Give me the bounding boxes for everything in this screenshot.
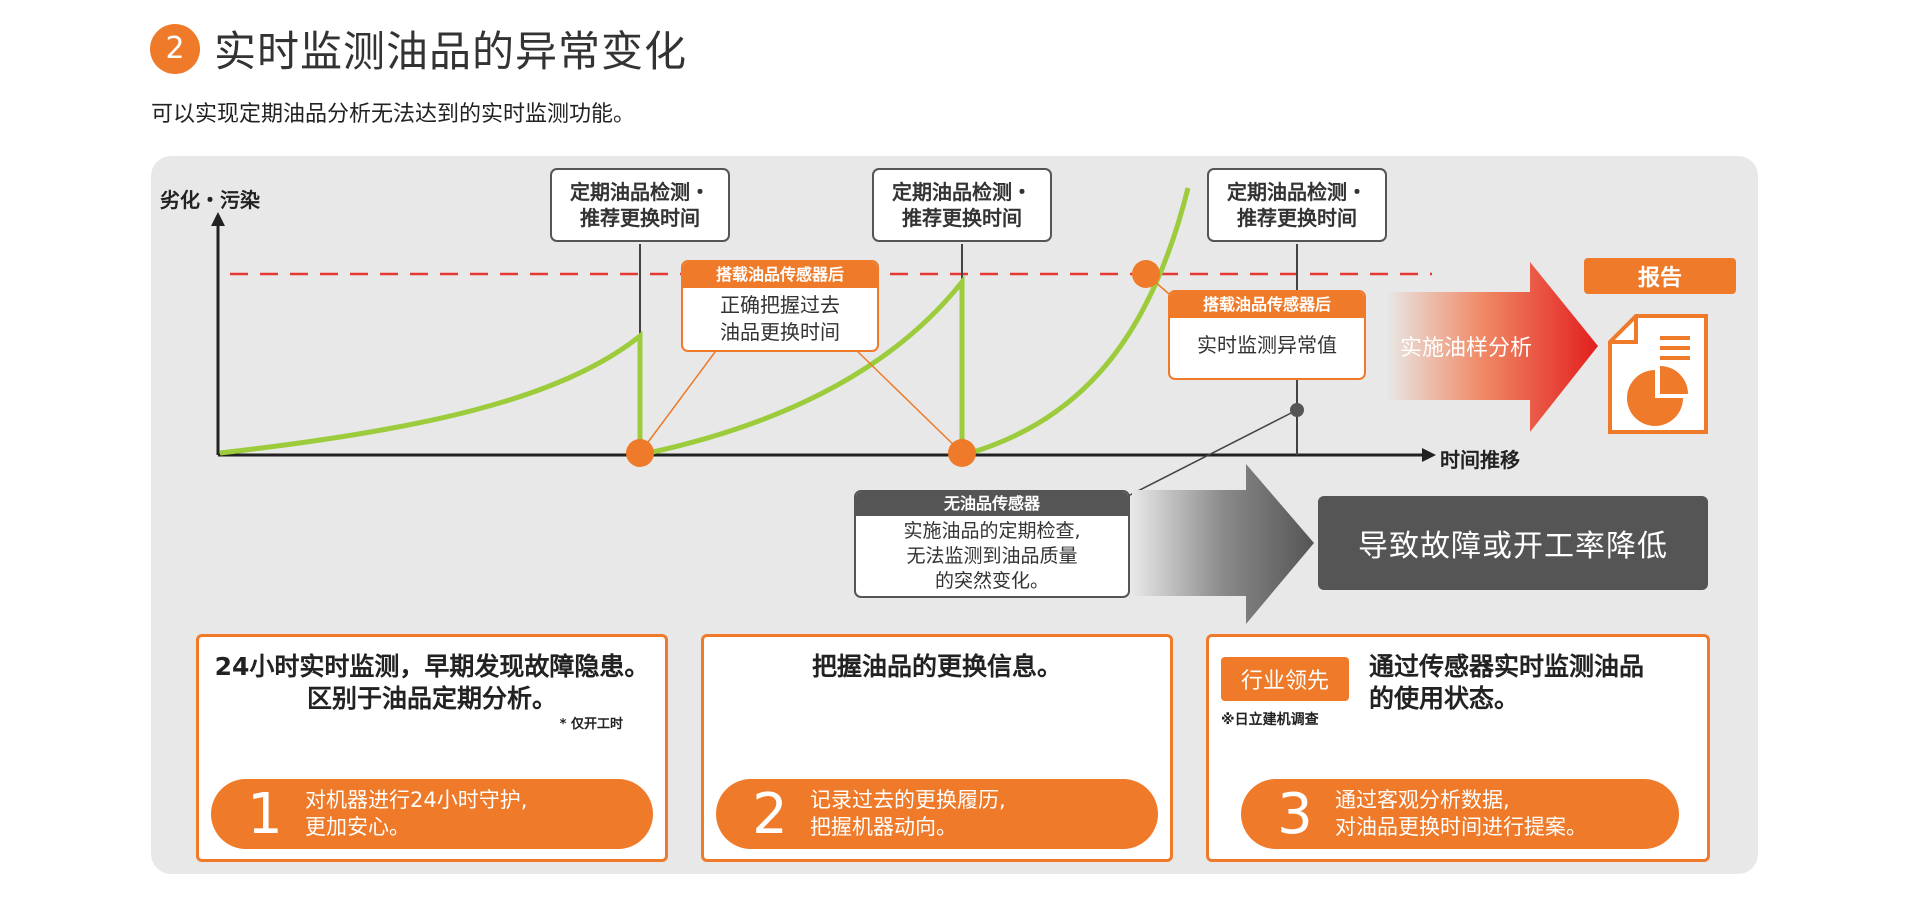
periodic-check-box-1: 定期油品检测・ 推荐更换时间 [550, 168, 730, 242]
section-subtitle: 可以实现定期油品分析无法达到的实时监测功能。 [151, 102, 636, 127]
card-2-pill: 2 记录过去的更换履历, 把握机器动向。 [716, 779, 1158, 849]
industry-lead-note: ※日立建机调查 [1221, 712, 1319, 728]
failure-box: 导致故障或开工率降低 [1318, 496, 1708, 590]
pill-number-3: 3 [1277, 781, 1313, 847]
sensor-box-past-head: 搭载油品传感器后 [683, 262, 877, 288]
leader-line-a [639, 347, 719, 454]
x-axis-arrowhead [1422, 448, 1436, 462]
analysis-arrow [1386, 262, 1598, 432]
periodic-check-box-2: 定期油品检测・ 推荐更换时间 [872, 168, 1052, 242]
orange-marker-3 [1132, 260, 1160, 288]
y-axis-label: 劣化・污染 [160, 188, 260, 212]
no-sensor-box: 无油品传感器 实施油品的定期检查, 无法监测到油品质量 的突然变化。 [854, 490, 1130, 598]
card-2-line1: 把握油品的更换信息。 [811, 652, 1062, 681]
analysis-arrow-label: 实施油样分析 [1400, 336, 1533, 361]
section-title: 实时监测油品的异常变化 [214, 27, 688, 76]
curve-segment-1 [219, 330, 643, 456]
report-tag: 报告 [1584, 258, 1736, 294]
curve-segment-2 [647, 274, 965, 456]
pill-number-1: 1 [247, 781, 283, 847]
card-3-pill: 3 通过客观分析数据, 对油品更换时间进行提案。 [1241, 779, 1679, 849]
orange-marker-2 [948, 439, 976, 467]
card-1-line2: 区别于油品定期分析。 [306, 684, 557, 713]
curve-segment-3 [969, 187, 1191, 456]
y-axis-arrowhead [211, 212, 225, 226]
leader-line-d [1127, 409, 1298, 497]
card-3-line1: 通过传感器实时监测油品 [1369, 652, 1645, 681]
card-1-line1: 24小时实时监测，早期发现故障隐患。 [214, 652, 650, 681]
pill-number-2: 2 [752, 781, 788, 847]
sensor-box-past: 搭载油品传感器后 正确把握过去 油品更换时间 [681, 260, 879, 352]
leader-line-b [853, 347, 963, 454]
sensor-box-realtime-head: 搭载油品传感器后 [1170, 292, 1364, 318]
section-header: 2 实时监测油品的异常变化 [150, 18, 687, 79]
no-sensor-head: 无油品传感器 [856, 492, 1128, 516]
x-axis-label: 时间推移 [1440, 448, 1520, 472]
section-number-badge: 2 [150, 23, 200, 74]
benefit-card-2: 把握油品的更换信息。 2 记录过去的更换履历, 把握机器动向。 [701, 634, 1173, 862]
card-1-note: * 仅开工时 [559, 717, 623, 732]
benefit-card-1: 24小时实时监测，早期发现故障隐患。 区别于油品定期分析。 * 仅开工时 1 对… [196, 634, 668, 862]
report-icon [1608, 314, 1708, 434]
card-3-line2: 的使用状态。 [1369, 684, 1520, 713]
failure-arrow [1132, 464, 1314, 624]
gray-marker [1290, 403, 1304, 417]
sensor-box-realtime: 搭载油品传感器后 实时监测异常值 [1168, 290, 1366, 380]
orange-marker-1 [626, 439, 654, 467]
periodic-check-box-3: 定期油品检测・ 推荐更换时间 [1207, 168, 1387, 242]
benefit-card-3: 行业领先 ※日立建机调查 通过传感器实时监测油品 的使用状态。 3 通过客观分析… [1206, 634, 1710, 862]
card-1-pill: 1 对机器进行24小时守护, 更加安心。 [211, 779, 653, 849]
industry-lead-tag: 行业领先 [1221, 657, 1349, 701]
